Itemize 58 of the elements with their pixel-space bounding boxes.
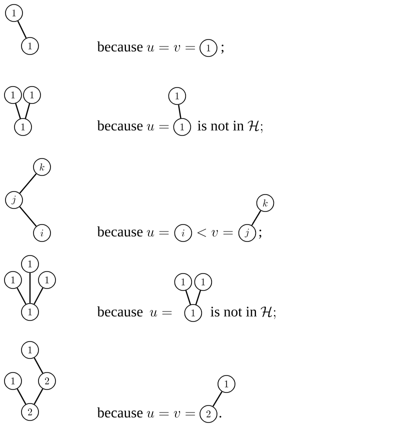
math-formula: $u =$ — [150, 310, 172, 317]
tree-edge — [17, 20, 27, 38]
tree-vertex: $1$ — [168, 87, 186, 105]
tree-edge — [251, 210, 262, 226]
label-text: is not in — [198, 120, 244, 131]
label-text: because — [97, 226, 143, 237]
tree-vertex: $1$ — [21, 341, 39, 359]
label-text: because — [97, 120, 143, 131]
math-formula: $\mathcal{H};$ — [248, 120, 262, 134]
tree-vertex: $2$ — [21, 403, 39, 421]
tree-edge — [24, 103, 30, 119]
label-text: because — [97, 306, 143, 317]
tree-vertex: $1$ — [4, 86, 22, 104]
label-text: ; — [259, 230, 262, 239]
tree-vertex: $i$ — [174, 224, 192, 242]
tree-edge — [19, 173, 37, 194]
tree-vertex: $j$ — [238, 224, 256, 242]
tree-edge — [195, 290, 202, 305]
tree-vertex: $1$ — [194, 273, 212, 291]
label-text: is not in — [210, 306, 257, 317]
math-formula: $u =$ — [146, 124, 169, 131]
tree-vertex: $1$ — [14, 118, 32, 136]
tree-edge — [178, 104, 182, 118]
tree-vertex: $k$ — [256, 194, 274, 212]
tree-edge — [19, 206, 37, 227]
tree-vertex: $1$ — [23, 86, 41, 104]
tree-vertex: $1$ — [4, 271, 22, 289]
tree-edge — [29, 272, 31, 304]
label-text: . — [220, 416, 222, 418]
tree-vertex: $1$ — [5, 4, 23, 22]
tree-vertex: $k$ — [33, 158, 51, 176]
tree-edge — [212, 391, 222, 407]
tree-edge — [34, 358, 44, 374]
tree-vertex: $i$ — [33, 224, 51, 242]
label-text: because — [97, 407, 143, 418]
tree-vertex: $1$ — [200, 39, 218, 57]
tree-vertex: $1$ — [218, 375, 236, 393]
tree-vertex: $1$ — [184, 304, 202, 322]
tree-vertex: $j$ — [5, 191, 23, 209]
tree-edge — [34, 388, 44, 404]
tree-vertex: $1$ — [38, 271, 56, 289]
label-text: because — [97, 41, 143, 52]
tree-vertex: $1$ — [21, 37, 39, 55]
math-formula: $< v =$ — [197, 228, 233, 237]
tree-vertex: $1$ — [174, 273, 192, 291]
math-formula: $\mathcal{H};$ — [260, 306, 276, 320]
tree-vertex: $1$ — [21, 255, 39, 273]
tree-vertex: $1$ — [173, 118, 192, 136]
tree-edge — [15, 103, 21, 119]
tree-vertex: $2$ — [38, 372, 56, 390]
tree-vertex: $1$ — [21, 303, 39, 321]
tree-vertex: $1$ — [4, 372, 22, 390]
tree-vertex: $2$ — [200, 405, 218, 423]
tree-edge — [16, 388, 26, 404]
tree-edge — [16, 288, 26, 304]
tree-edge — [185, 290, 192, 305]
tree-edge — [34, 288, 44, 304]
math-formula: $u = v =$ — [146, 411, 195, 418]
